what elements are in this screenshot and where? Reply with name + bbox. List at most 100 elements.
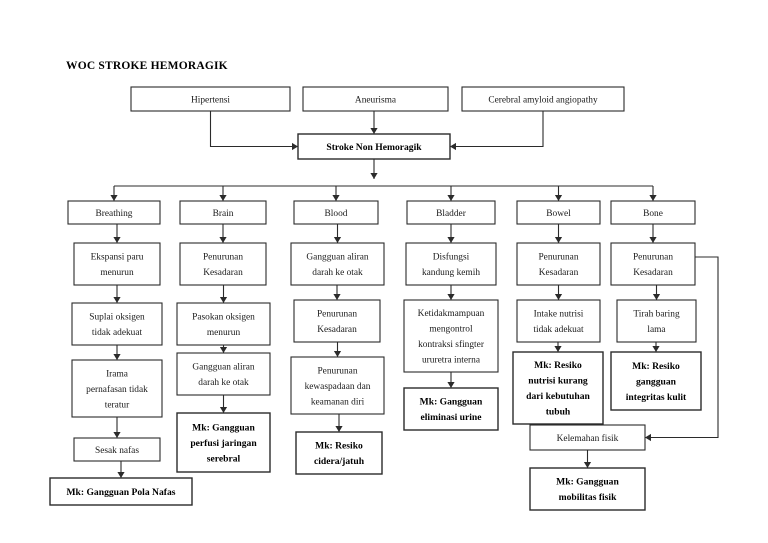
connector-suplai-oksigen-tidak-adekuat-to-irama-pernafasan-tidak-teratur — [113, 345, 121, 360]
connector-penurunan-kesadaran-blood-to-penurunan-kewaspadaan — [333, 342, 342, 357]
node-label: Bowel — [546, 209, 571, 219]
connector-blood-to-gangguan-aliran-darah-ke-otak-blood — [333, 224, 342, 243]
connector-bowel-to-penurunan-kesadaran-bowel — [554, 224, 563, 243]
connector-ketidakmampuan-mengontrol-to-mk-gangguan-eliminasi-urine — [447, 372, 455, 388]
node-label: Breathing — [96, 209, 133, 219]
connector-bone-to-penurunan-kesadaran-bone — [649, 224, 657, 243]
node-label: Cerebral amyloid angiopathy — [488, 95, 598, 105]
connector-irama-pernafasan-tidak-teratur-to-sesak-nafas — [113, 417, 121, 438]
connector-penurunan-kewaspadaan-to-mk-resiko-cidera-jatuh — [335, 414, 343, 432]
node-label: Bladder — [436, 209, 467, 219]
connector-penurunan-kesadaran-bone-to-kelemahan-fisik — [645, 256, 719, 442]
node-aneurisma[interactable]: Aneurisma — [302, 86, 449, 112]
node-mk-gangguan-pola-nafas[interactable]: Mk: Gangguan Pola Nafas — [49, 477, 193, 506]
connector-sesak-nafas-to-mk-gangguan-pola-nafas — [117, 461, 125, 478]
connector-pasokan-oksigen-menurun-to-gangguan-aliran-darah-ke-otak-brain — [219, 345, 228, 353]
connector-brain-to-penurunan-kesadaran-brain — [219, 224, 227, 243]
connector-cerebral-amyloid-angiopathy-to-stroke-non-hemoragik — [450, 111, 544, 151]
connector-gangguan-aliran-darah-ke-otak-brain-to-mk-gangguan-perfusi-jaringan-serebral — [219, 395, 228, 413]
node-cerebral-amyloid-angiopathy[interactable]: Cerebral amyloid angiopathy — [461, 86, 625, 112]
node-brain[interactable]: Brain — [179, 200, 267, 225]
node-stroke-non-hemoragik[interactable]: Stroke Non Hemoragik — [297, 133, 451, 160]
node-label: Mk: Gangguan Pola Nafas — [66, 487, 175, 498]
connector-distribution-bus — [110, 159, 657, 201]
connector-tirah-baring-lama-to-mk-resiko-gangguan-integritas-kulit — [652, 342, 660, 352]
node-label: Stroke Non Hemoragik — [326, 142, 422, 153]
node-kelemahan-fisik[interactable]: Kelemahan fisik — [529, 424, 646, 451]
node-hipertensi[interactable]: Hipertensi — [130, 86, 291, 112]
node-layer: Hipertensi Aneurisma Cerebral amyloid angi… — [49, 86, 702, 511]
connector-penurunan-kesadaran-brain-to-pasokan-oksigen-menurun — [219, 285, 228, 303]
node-label: Sesak nafas — [95, 445, 139, 456]
connector-bladder-to-disfungsi-kandung-kemih — [447, 224, 455, 243]
connector-aneurisma-to-stroke-non-hemoragik — [370, 111, 378, 134]
connector-penurunan-kesadaran-bowel-to-intake-nutrisi-tidak-adekuat — [554, 285, 563, 300]
node-label: Blood — [325, 209, 348, 219]
connector-kelemahan-fisik-to-mk-gangguan-mobilitas-fisik — [583, 450, 592, 468]
connector-intake-nutrisi-tidak-adekuat-to-mk-resiko-nutrisi-kurang — [554, 342, 562, 352]
page-title: WOC STROKE HEMORAGIK — [66, 60, 228, 72]
connector-hipertensi-to-stroke-non-hemoragik — [209, 111, 298, 151]
connector-disfungsi-kandung-kemih-to-ketidakmampuan-mengontrol — [447, 285, 455, 300]
node-label: Brain — [213, 209, 234, 219]
connector-ekspansi-paru-menurun-to-suplai-oksigen-tidak-adekuat — [113, 285, 121, 303]
node-breathing[interactable]: Breathing — [67, 200, 161, 225]
connector-penurunan-kesadaran-bone-to-tirah-baring-lama — [652, 285, 661, 300]
connector-layer — [110, 111, 719, 478]
node-label: Kelemahan fisik — [557, 433, 619, 444]
node-label: Hipertensi — [191, 95, 230, 105]
connector-breathing-to-ekspansi-paru-menurun — [113, 224, 121, 243]
node-bone[interactable]: Bone — [610, 200, 696, 225]
node-sesak-nafas[interactable]: Sesak nafas — [73, 437, 161, 462]
node-label: Bone — [643, 209, 663, 219]
node-label: Aneurisma — [355, 95, 397, 105]
node-bowel[interactable]: Bowel — [516, 200, 601, 225]
node-blood[interactable]: Blood — [293, 200, 379, 225]
node-bladder[interactable]: Bladder — [406, 200, 496, 225]
